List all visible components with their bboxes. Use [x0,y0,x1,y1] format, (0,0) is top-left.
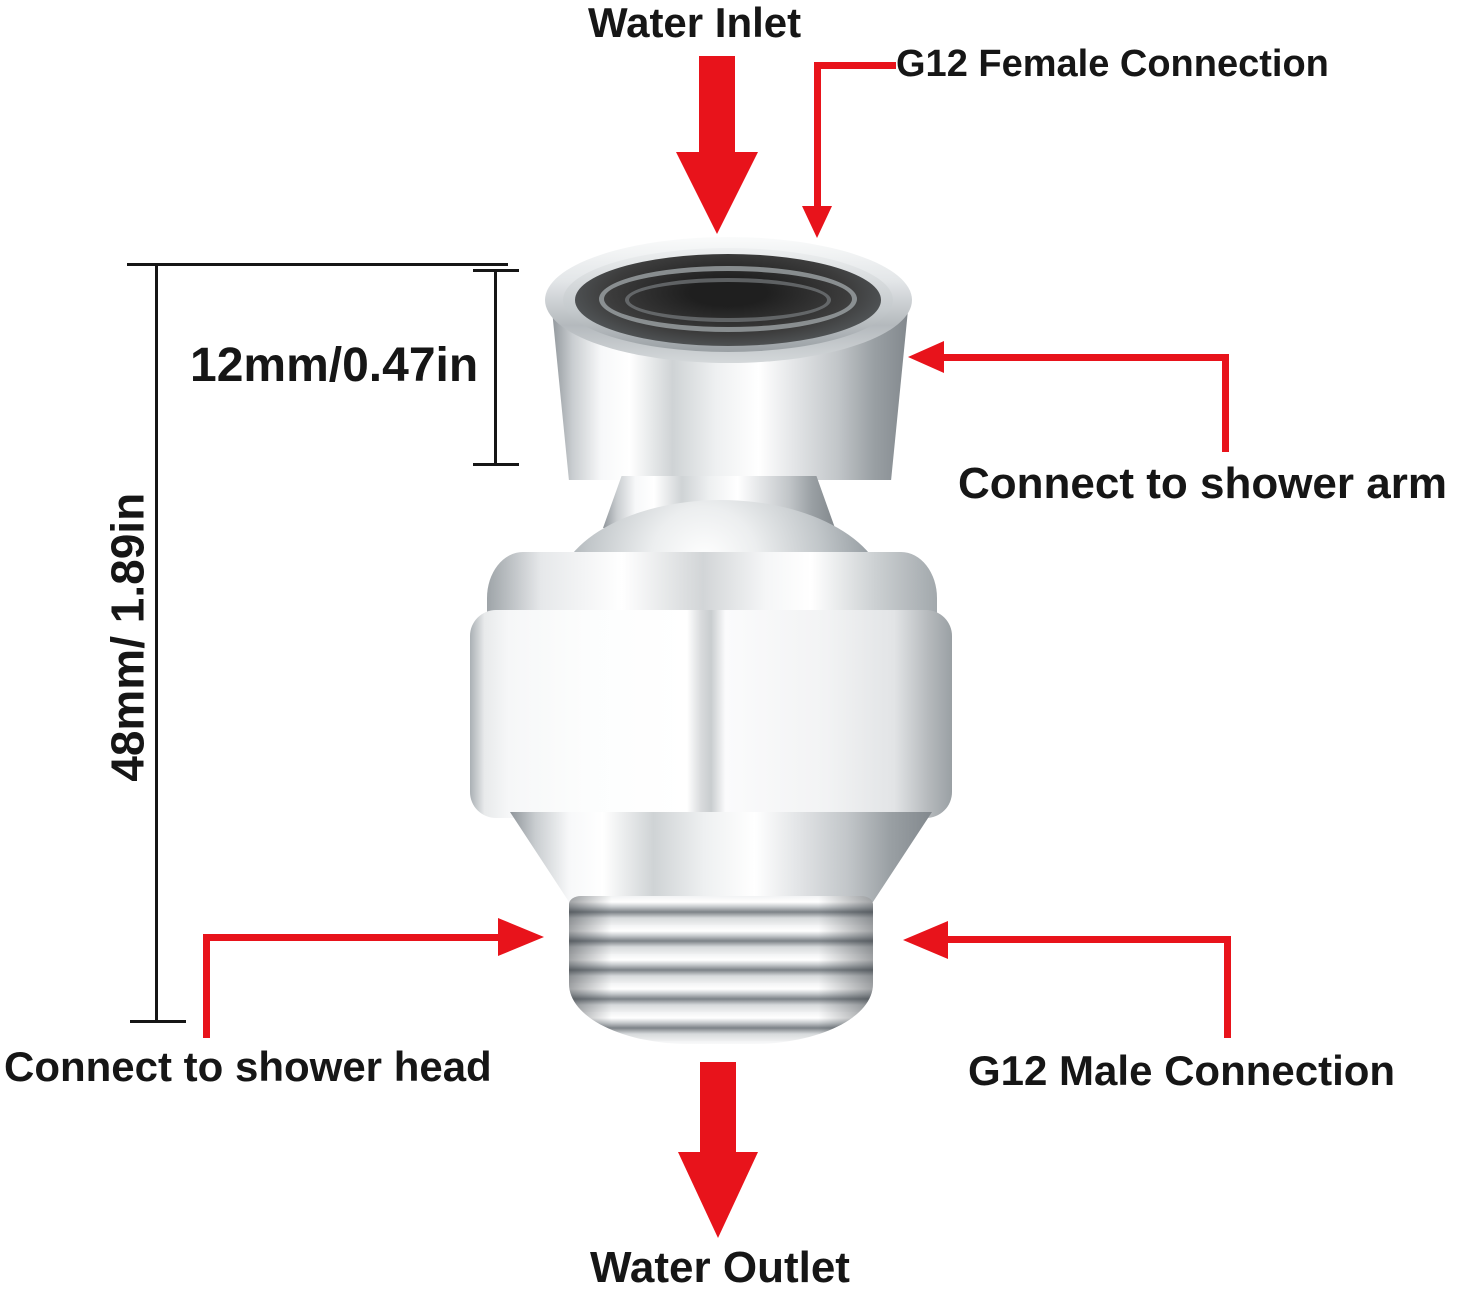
dim-extension-line-top [127,263,508,266]
female-thread-ring-inner [625,278,831,322]
connect-shower-head-label: Connect to shower head [4,1043,492,1090]
connect-shower-arm-label: Connect to shower arm [958,459,1447,508]
dim-48mm-bottom-cap [130,1020,186,1023]
dim-12mm-line [494,271,497,465]
height-dimension-label: 48mm/ 1.89in [101,492,154,782]
lower-body-skirt [510,812,932,902]
dim-48mm-line [155,263,158,1023]
water-inlet-label: Water Inlet [588,0,802,46]
female-thread-ring-outer [599,266,857,332]
g12-female-connection-label: G12 Female Connection [896,43,1329,85]
dim-12mm-top-cap [473,269,519,272]
male-thread [569,896,873,1044]
dim-12mm-bottom-cap [473,463,519,466]
water-outlet-label: Water Outlet [590,1243,850,1292]
hex-nut [470,610,952,818]
g12-male-connection-label: G12 Male Connection [968,1047,1396,1094]
width-dimension-label: 12mm/0.47in [190,339,479,392]
